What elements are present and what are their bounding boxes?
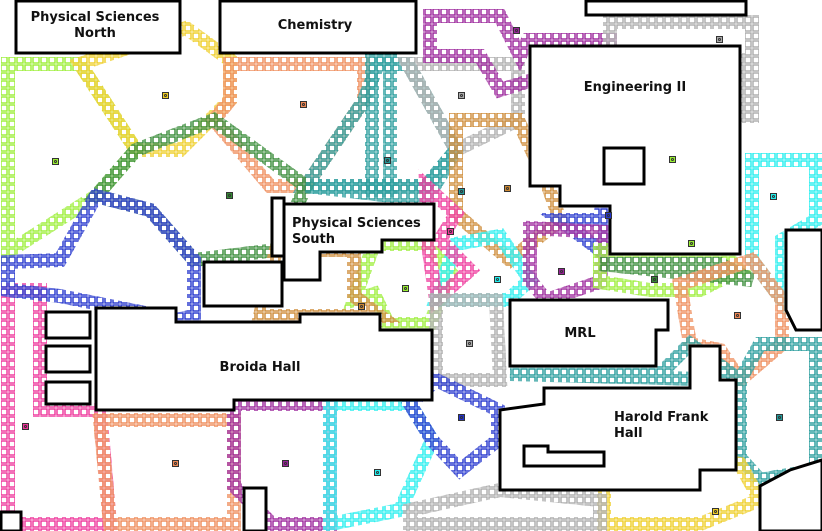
zone-border (92, 413, 241, 531)
zone-marker[interactable] (300, 101, 307, 108)
zone-marker[interactable] (513, 27, 520, 34)
zone-marker[interactable] (494, 276, 501, 283)
building-broida-annex-1 (44, 310, 92, 340)
building-north-edge (584, 0, 748, 17)
building-south-block (242, 486, 268, 531)
zone-marker[interactable] (712, 508, 719, 515)
zone-border (429, 293, 508, 387)
zone-marker[interactable] (558, 268, 565, 275)
label-engineering-ii: Engineering II (583, 80, 687, 95)
building-physical-sciences-north (14, 0, 182, 55)
zone-marker[interactable] (466, 340, 473, 347)
zone-marker[interactable] (669, 156, 676, 163)
label-broida-hall: Broida Hall (219, 360, 301, 375)
zone-marker[interactable] (52, 158, 59, 165)
zone-border (227, 397, 337, 531)
building-east-edge (784, 228, 822, 332)
building-broida-hall (94, 306, 434, 412)
zone-border (509, 334, 822, 488)
zone-marker[interactable] (716, 36, 723, 43)
zone-border (1, 57, 145, 265)
zone-marker[interactable] (374, 469, 381, 476)
zone-marker[interactable] (22, 423, 29, 430)
zone-marker[interactable] (402, 285, 409, 292)
zone-border (403, 482, 607, 531)
building-harold-inner-court (522, 444, 606, 468)
zone-marker[interactable] (734, 312, 741, 319)
building-broida-annex-2 (44, 344, 92, 374)
zone-marker[interactable] (504, 185, 511, 192)
zone-border (365, 53, 397, 197)
building-mrl (508, 298, 670, 368)
label-chemistry: Chemistry (277, 18, 353, 33)
label-mrl: MRL (564, 326, 596, 341)
zone-marker[interactable] (651, 276, 658, 283)
building-physical-sciences-south (282, 202, 436, 282)
zone-border (323, 397, 440, 531)
building-pss-wing (270, 196, 286, 258)
zone-marker[interactable] (770, 193, 777, 200)
building-annex (202, 260, 284, 308)
zone-marker[interactable] (776, 414, 783, 421)
building-broida-annex-3 (44, 380, 92, 406)
zone-border (401, 371, 505, 480)
building-engineering-ii-annex (602, 146, 646, 186)
zone-marker[interactable] (688, 240, 695, 247)
zone-marker[interactable] (458, 188, 465, 195)
zone-marker[interactable] (282, 460, 289, 467)
zone-marker[interactable] (458, 92, 465, 99)
zone-marker[interactable] (447, 228, 454, 235)
building-southwest-corner (0, 510, 23, 531)
zone-marker[interactable] (172, 460, 179, 467)
zone-border (523, 220, 612, 309)
zone-border (418, 169, 481, 314)
zone-marker[interactable] (162, 92, 169, 99)
zone-marker[interactable] (358, 303, 365, 310)
building-southeast-edge (758, 458, 822, 531)
zone-marker[interactable] (458, 414, 465, 421)
building-chemistry (218, 0, 418, 55)
zone-marker[interactable] (605, 212, 612, 219)
zone-border (204, 57, 371, 193)
zone-marker[interactable] (384, 157, 391, 164)
zone-marker[interactable] (226, 192, 233, 199)
